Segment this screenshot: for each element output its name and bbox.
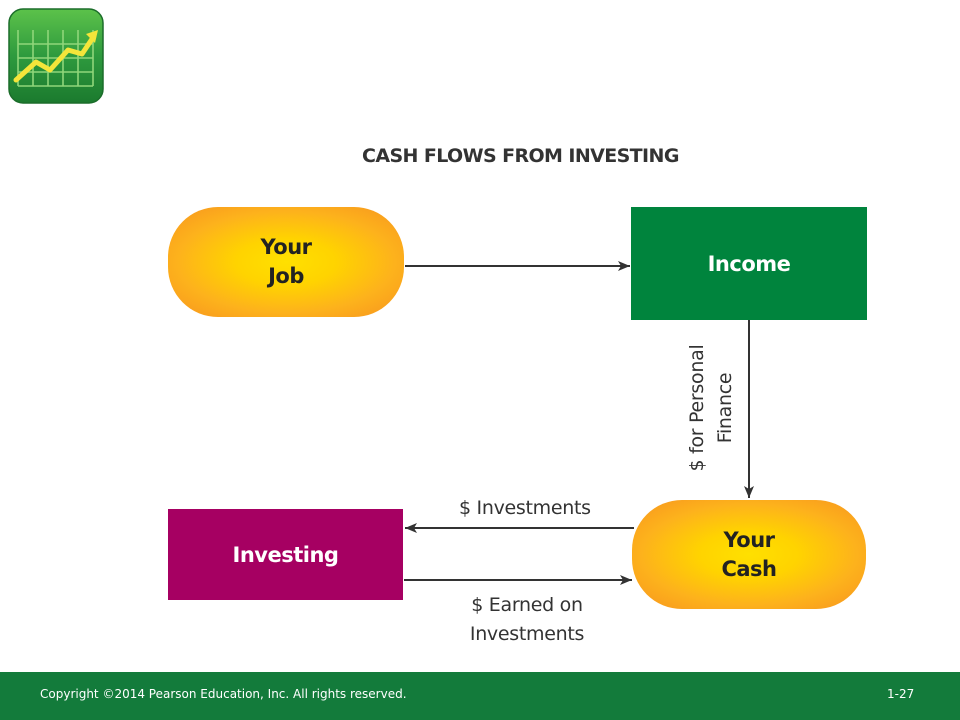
income-node: Income: [631, 207, 867, 320]
growth-chart-icon: [8, 8, 104, 104]
your-cash-line1: Your: [723, 527, 775, 552]
your-job-node: Your Job: [168, 207, 404, 317]
investing-node: Investing: [168, 509, 403, 600]
your-cash-node: Your Cash: [632, 500, 866, 609]
diagram-title: CASH FLOWS FROM INVESTING: [362, 145, 679, 167]
investing-label: Investing: [232, 542, 339, 567]
earned-line1: $ Earned on: [471, 594, 583, 616]
earned-edge-label: $ Earned on Investments: [464, 591, 590, 649]
income-label: Income: [707, 251, 791, 276]
earned-line2: Investments: [469, 623, 585, 645]
investments-edge-label: $ Investments: [459, 497, 591, 519]
your-job-line1: Your: [260, 235, 312, 259]
your-job-line2: Job: [268, 264, 304, 288]
copyright-text: Copyright ©2014 Pearson Education, Inc. …: [40, 687, 407, 701]
personal-finance-edge-label: $ for Personal Finance: [683, 333, 739, 483]
footer-bar: [0, 672, 960, 720]
personal-finance-line2: Finance: [714, 372, 736, 444]
your-cash-line2: Cash: [721, 556, 777, 581]
personal-finance-line1: $ for Personal: [686, 344, 708, 472]
page-number: 1-27: [887, 687, 915, 701]
